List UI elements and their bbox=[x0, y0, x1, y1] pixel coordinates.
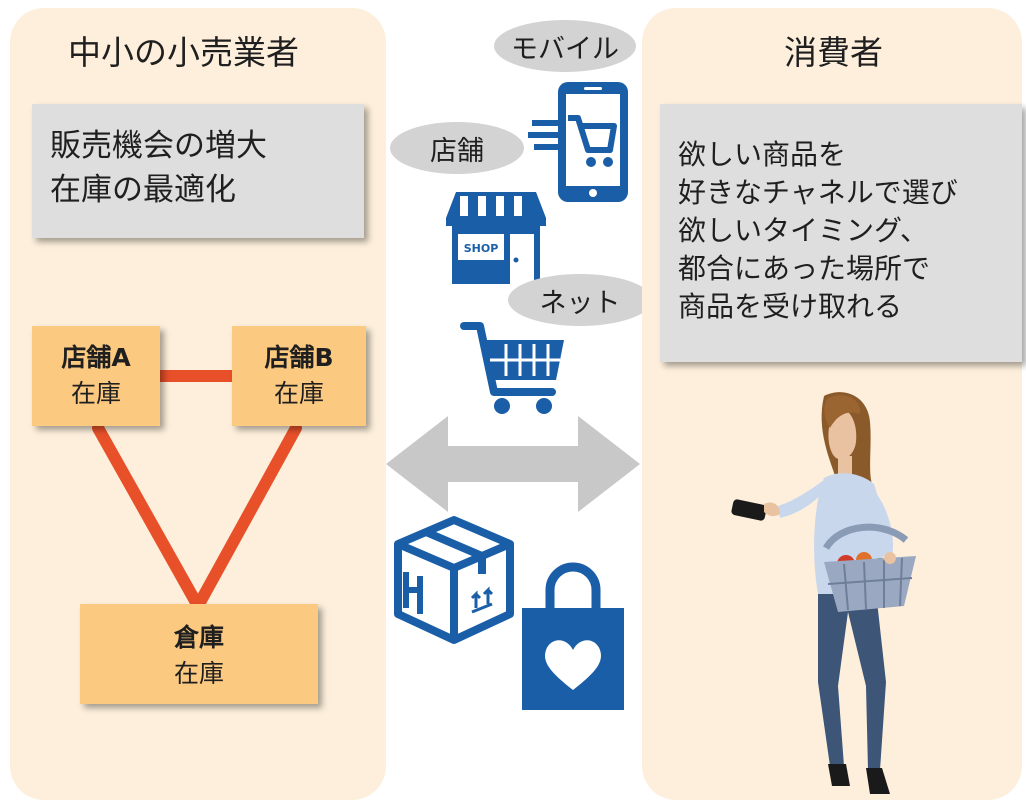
consumer-benefits-text: 欲しい商品を 好きなチャネルで選び 欲しいタイミング、 都合にあった場所で 商品… bbox=[678, 138, 958, 323]
connector-store-b-warehouse bbox=[192, 422, 302, 612]
store-a-name: 店舗A bbox=[61, 343, 131, 372]
store-b-box: 店舗B 在庫 bbox=[232, 326, 366, 426]
shop-sign-text: SHOP bbox=[464, 242, 499, 255]
mobile-label: モバイル bbox=[511, 33, 619, 65]
package-box-icon bbox=[394, 516, 514, 644]
store-bubble: 店舗 bbox=[390, 122, 524, 174]
store-b-stock: 在庫 bbox=[273, 379, 324, 408]
store-a-stock: 在庫 bbox=[70, 379, 121, 408]
store-a-box: 店舗A 在庫 bbox=[32, 326, 160, 426]
smartphone-cart-icon bbox=[528, 82, 628, 202]
shopping-cart-icon bbox=[460, 322, 564, 414]
warehouse-name: 倉庫 bbox=[173, 623, 224, 652]
retailer-benefits-text: 販売機会の増大 在庫の最適化 bbox=[50, 128, 267, 208]
store-label: 店舗 bbox=[430, 135, 484, 167]
retailer-benefits-box bbox=[32, 104, 364, 238]
warehouse-stock: 在庫 bbox=[173, 659, 224, 688]
retailer-title: 中小の小売業者 bbox=[68, 33, 299, 72]
store-b-name: 店舗B bbox=[264, 343, 334, 372]
net-label: ネット bbox=[539, 287, 621, 319]
mobile-bubble: モバイル bbox=[494, 20, 636, 72]
connector-store-a-warehouse bbox=[92, 422, 204, 612]
consumer-title: 消費者 bbox=[784, 33, 883, 72]
shopping-bag-heart-icon bbox=[522, 562, 624, 710]
double-arrow-icon bbox=[386, 416, 640, 512]
woman-shopper-illustration bbox=[731, 392, 916, 794]
consumer-benefits-box bbox=[660, 104, 1022, 362]
net-bubble: ネット bbox=[508, 274, 652, 326]
warehouse-box: 倉庫 在庫 bbox=[80, 604, 318, 704]
shop-icon: SHOP bbox=[446, 192, 546, 284]
